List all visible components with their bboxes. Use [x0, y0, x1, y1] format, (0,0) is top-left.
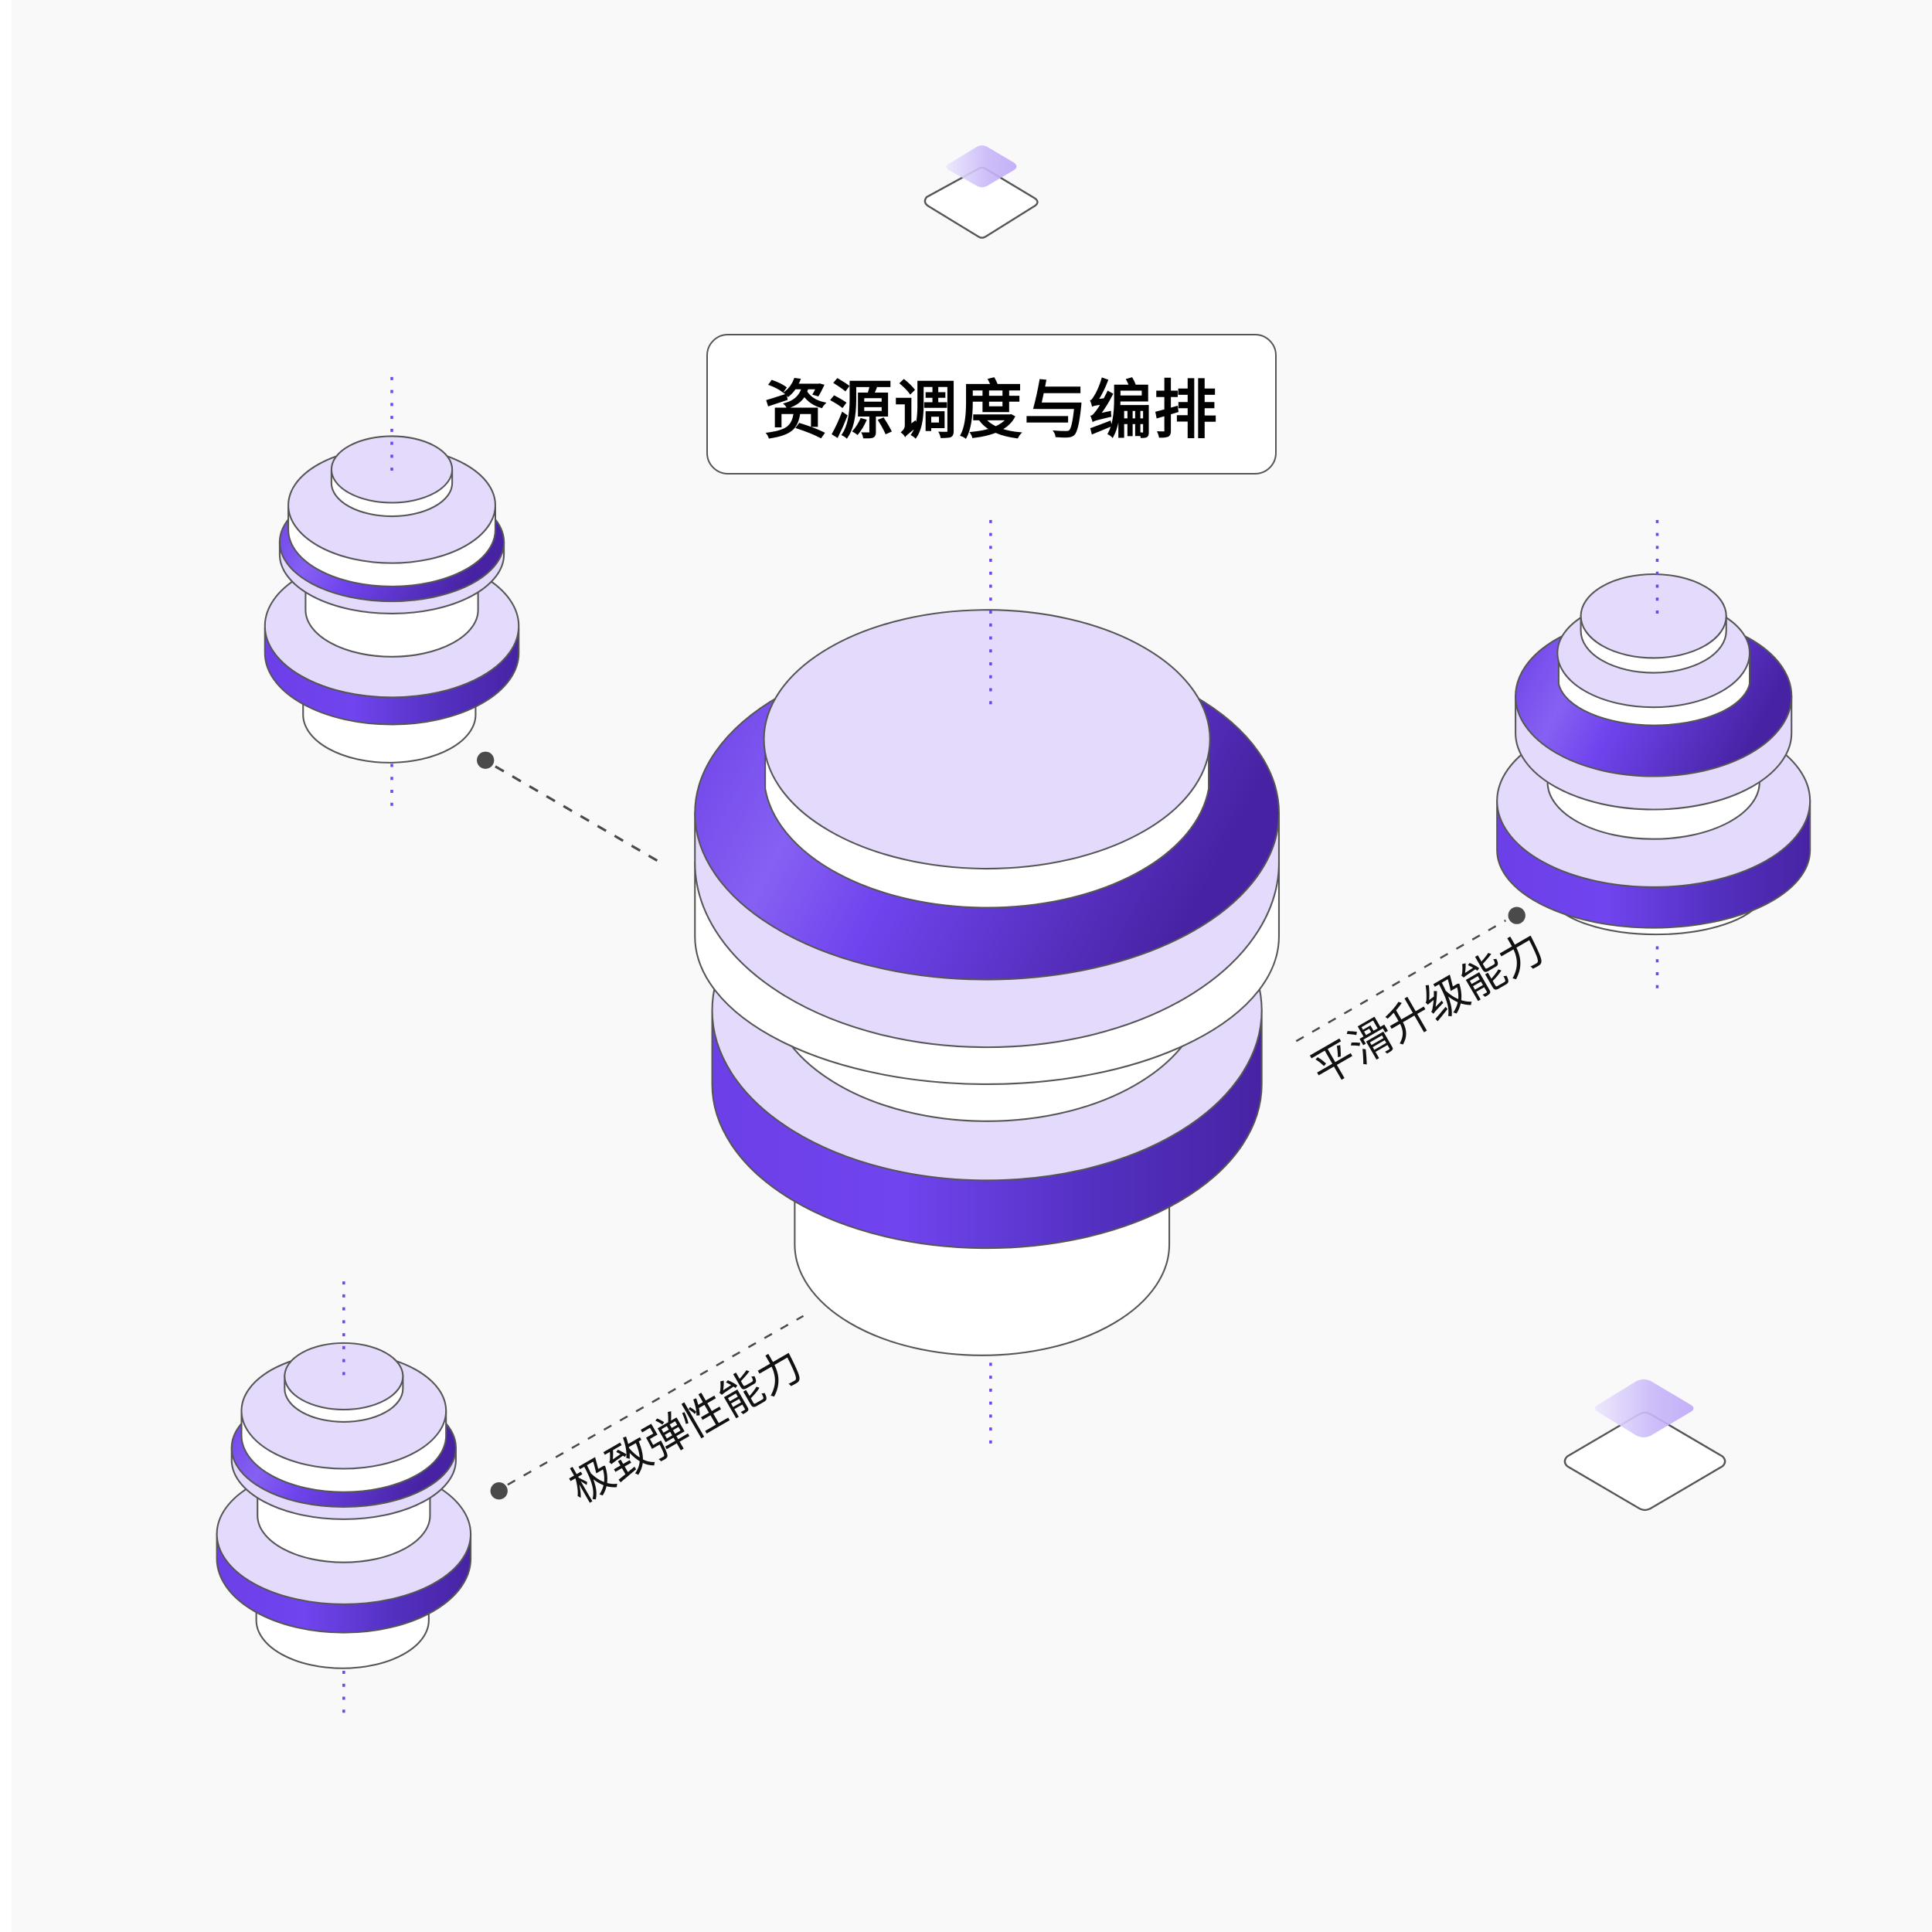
dotted-axes	[342, 376, 1659, 1716]
title-card: 资源调度与编排	[706, 334, 1277, 474]
connector-bottom-left	[490, 1315, 804, 1500]
diamond-bottom-right-decoration	[1563, 1379, 1726, 1512]
central-stack	[694, 609, 1281, 1356]
stack-right	[1496, 573, 1811, 936]
diamond-top-decoration	[923, 145, 1039, 239]
stack-bottom-left	[216, 1342, 472, 1669]
connector-right	[1295, 906, 1526, 1043]
page-title: 资源调度与编排	[764, 373, 1219, 447]
stack-top-left	[264, 435, 520, 764]
connector-top-left	[477, 751, 662, 864]
